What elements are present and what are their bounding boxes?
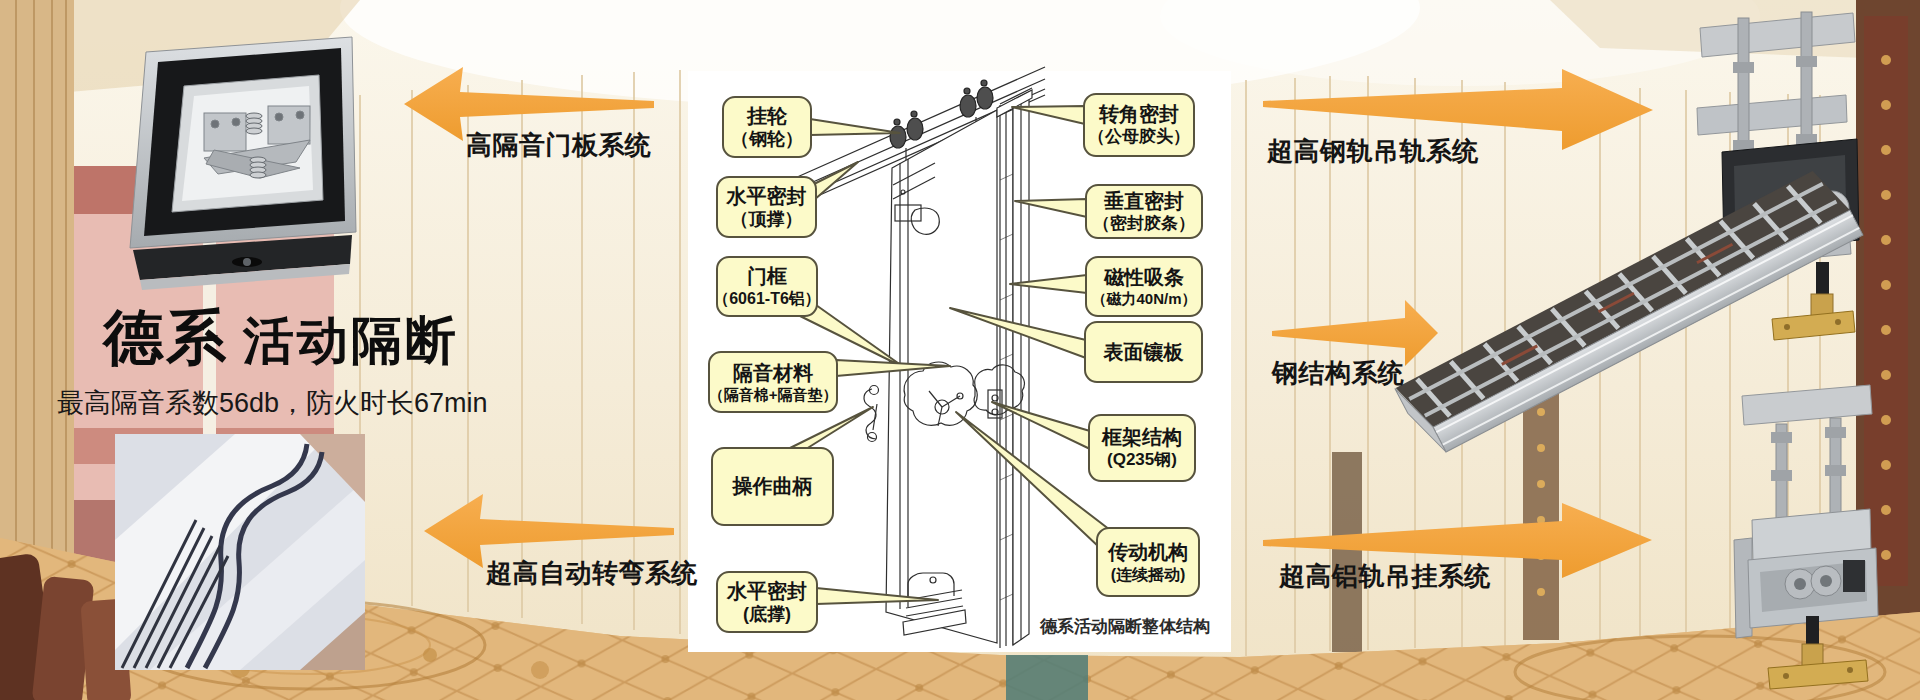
label-aluminum-rail-system: 超高铝轨吊挂系统 [1279,559,1491,594]
photo-door-panel-module [130,37,356,290]
callout-operating-crank: 操作曲柄 [711,447,834,526]
callout-sound-insulation: 隔音材料 （隔音棉+隔音垫） [708,351,838,413]
label-steel-rail-system: 超高钢轨吊轨系统 [1267,134,1479,169]
callout-surface-panel: 表面镶板 [1084,321,1203,383]
label-door-panel-system: 高隔音门板系统 [466,128,652,163]
callout-horizontal-seal-bottom: 水平密封 (底撑) [716,571,818,633]
callout-horizontal-seal-top: 水平密封 （顶撑） [716,176,817,238]
diagram-caption: 德系活动隔断整体结构 [1040,615,1210,638]
product-subtitle: 最高隔音系数56db，防火时长67min [57,385,488,421]
callout-frame-structure: 框架结构 (Q235钢) [1088,414,1196,482]
photo-auto-turning-track [115,434,365,670]
label-steel-structure-system: 钢结构系统 [1272,356,1405,391]
callout-corner-seal: 转角密封 （公母胶头） [1083,93,1195,157]
product-title: 德系 活动隔断 [103,298,459,379]
title-rest: 活动隔断 [243,307,459,376]
callout-vertical-seal: 垂直密封 （密封胶条） [1085,184,1203,239]
callout-hanging-wheel: 挂轮 （钢轮） [722,96,812,158]
label-auto-turning-system: 超高自动转弯系统 [486,556,698,591]
callout-magnetic-strip: 磁性吸条 （磁力40N/m） [1085,256,1203,317]
title-brand: 德系 [103,298,229,379]
callout-transmission: 传动机构 (连续摇动) [1096,527,1200,597]
callout-door-frame: 门框 （6061-T6铝） [716,256,818,317]
